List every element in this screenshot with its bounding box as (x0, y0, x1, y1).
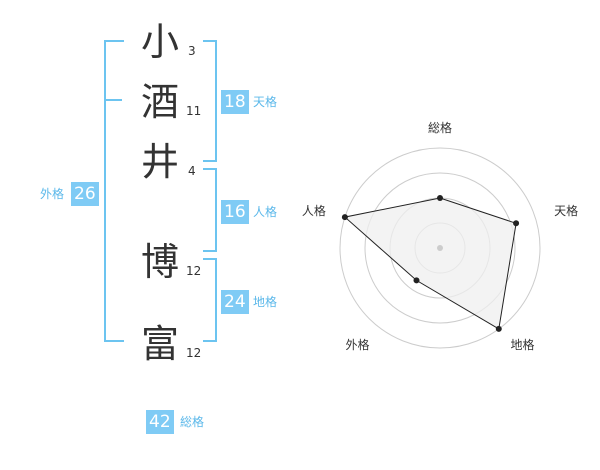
chikaku-label: 地格 (253, 295, 278, 309)
stroke-count-2: 11 (186, 104, 202, 118)
jinkaku-label: 人格 (253, 205, 278, 219)
chikaku-bracket (203, 258, 217, 342)
radar-ring-3 (364, 172, 516, 324)
radar-ring-4 (339, 147, 541, 349)
tenkaku-label: 天格 (253, 95, 278, 109)
jinkaku-value: 16 (221, 200, 249, 224)
radar-point-5 (341, 214, 348, 221)
gaikaku-bracket-tick (104, 99, 122, 101)
radar-point-1 (437, 195, 443, 201)
radar-axis-label-4: 外格 (345, 337, 369, 352)
soukaku-value: 42 (146, 410, 174, 434)
tenkaku-bracket (203, 40, 217, 162)
radar-axis-label-1: 総格 (428, 120, 452, 135)
gaikaku-bracket (104, 40, 124, 342)
stroke-count-5: 12 (186, 346, 202, 360)
gaikaku-value: 26 (71, 182, 99, 206)
soukaku-label: 総格 (180, 415, 205, 429)
radar-point-3 (495, 325, 502, 332)
stroke-count-3: 4 (188, 164, 196, 178)
radar-series-polygon (343, 197, 517, 330)
radar-center-dot (437, 245, 443, 251)
radar-axis-label-3: 地格 (511, 337, 535, 352)
name-char-4: 博 (140, 240, 179, 284)
name-char-3: 井 (140, 140, 179, 184)
name-char-2: 酒 (140, 80, 179, 124)
radar-axis-label-2: 天格 (554, 203, 578, 218)
stroke-count-4: 12 (186, 264, 202, 278)
chikaku-value: 24 (221, 290, 249, 314)
radar-point-4 (413, 277, 420, 284)
tenkaku-value: 18 (221, 90, 249, 114)
radar-point-2 (513, 220, 520, 227)
name-char-5: 富 (140, 322, 179, 366)
jinkaku-bracket (203, 168, 217, 252)
gaikaku-label: 外格 (40, 187, 65, 201)
radar-axis-label-5: 人格 (302, 203, 326, 218)
stroke-count-1: 3 (188, 44, 196, 58)
name-char-1: 小 (140, 20, 179, 64)
